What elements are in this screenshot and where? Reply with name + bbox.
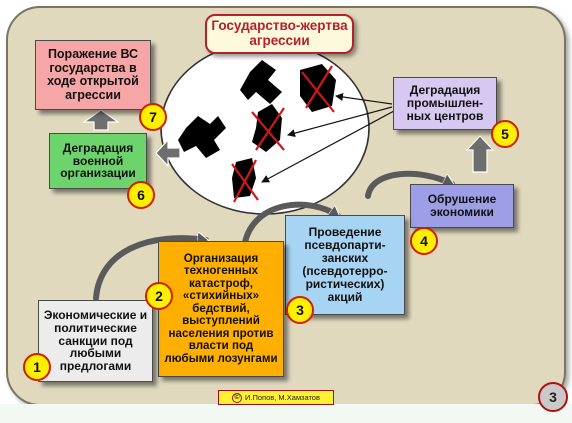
copyright-icon: © [232,392,243,403]
box-military-degradation: Деградация военной организации [49,133,147,189]
step-badge-7: 7 [139,103,167,131]
block-arrows [82,109,495,173]
step-badge-3: 3 [286,296,314,324]
step-badge-4: 4 [410,227,438,255]
step-badge-2: 2 [145,282,173,310]
target-block [240,60,282,104]
step-badge-5: 5 [491,120,519,148]
author-credit-text: И.Попов, М.Хамзатов [245,393,320,402]
box-defeat-of-armed-forces: Поражение ВС государства в ходе открытой… [35,40,151,110]
box-pseudo-partisan-actions: Проведение псевдопарти-занских (псевдоте… [285,215,405,315]
target-block [178,116,226,158]
page-number: 3 [538,382,568,412]
industry-arrows [261,93,395,183]
box-industrial-degradation: Деградация промышлен-ных центров [393,77,497,130]
flow-arrows [93,170,452,301]
step-badge-6: 6 [127,181,155,209]
diagram-title: Государство-жертва агрессии [205,14,354,54]
step-badge-1: 1 [23,353,51,381]
red-crosses [231,65,335,203]
author-credit: © И.Попов, М.Хамзатов [218,390,334,405]
bottom-strip [0,404,572,423]
box-economic-collapse: Обрушение экономики [410,184,514,228]
box-technogenic-catastrophes: Организация техногенных катастроф, «стих… [158,241,284,377]
box-sanctions: Экономические и политические санкции под… [38,300,153,382]
